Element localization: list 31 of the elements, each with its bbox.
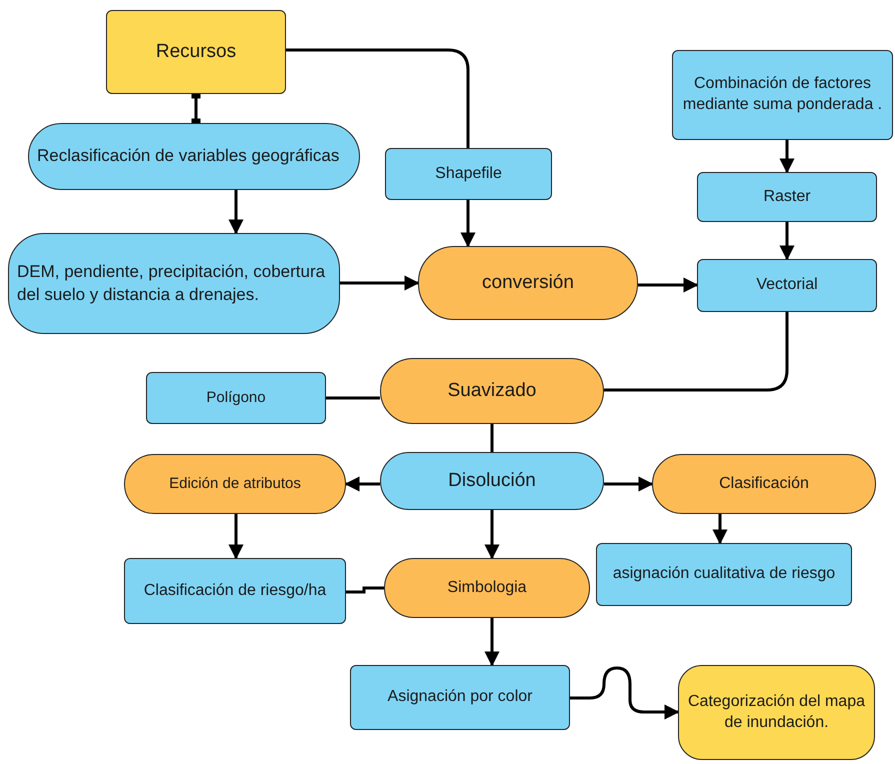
process-box: asignación cualitativa de riesgo — [596, 543, 852, 606]
process-box: Raster — [697, 172, 877, 222]
process-box: Combinación de factores mediante suma ponderada . — [672, 50, 893, 140]
arrow — [484, 510, 500, 560]
arrow — [570, 666, 680, 720]
process-box: Recursos — [106, 10, 286, 94]
arrow — [340, 276, 420, 290]
arrow — [228, 190, 244, 234]
process-box: Vectorial — [697, 259, 877, 312]
process-pill: DEM, pendiente, precipitación, cobertura del suelo y distancia a drenajes. — [8, 233, 340, 334]
arrow — [638, 278, 698, 292]
arrow — [460, 200, 476, 248]
process-box: Clasificación de riesgo/ha — [124, 558, 346, 624]
process-pill: conversión — [418, 246, 638, 320]
process-box: Asignación por color — [350, 665, 570, 730]
process-box: Polígono — [146, 372, 326, 424]
process-pill: Disolución — [380, 452, 604, 510]
arrow — [604, 476, 654, 492]
result-box: Categorización del mapa de inundación. — [678, 665, 875, 760]
process-box: Shapefile — [385, 148, 552, 200]
arrow — [344, 476, 380, 492]
arrow — [780, 140, 794, 174]
arrow — [484, 618, 500, 666]
arrow — [228, 514, 244, 560]
process-pill: Simbologia — [384, 558, 590, 618]
arrow — [780, 222, 794, 260]
process-pill: Clasificación — [652, 454, 876, 514]
process-pill: Reclasificación de variables geográficas — [28, 123, 360, 190]
process-pill: Edición de atributos — [124, 454, 346, 514]
arrow — [712, 514, 728, 544]
process-pill: Suavizado — [380, 358, 604, 424]
